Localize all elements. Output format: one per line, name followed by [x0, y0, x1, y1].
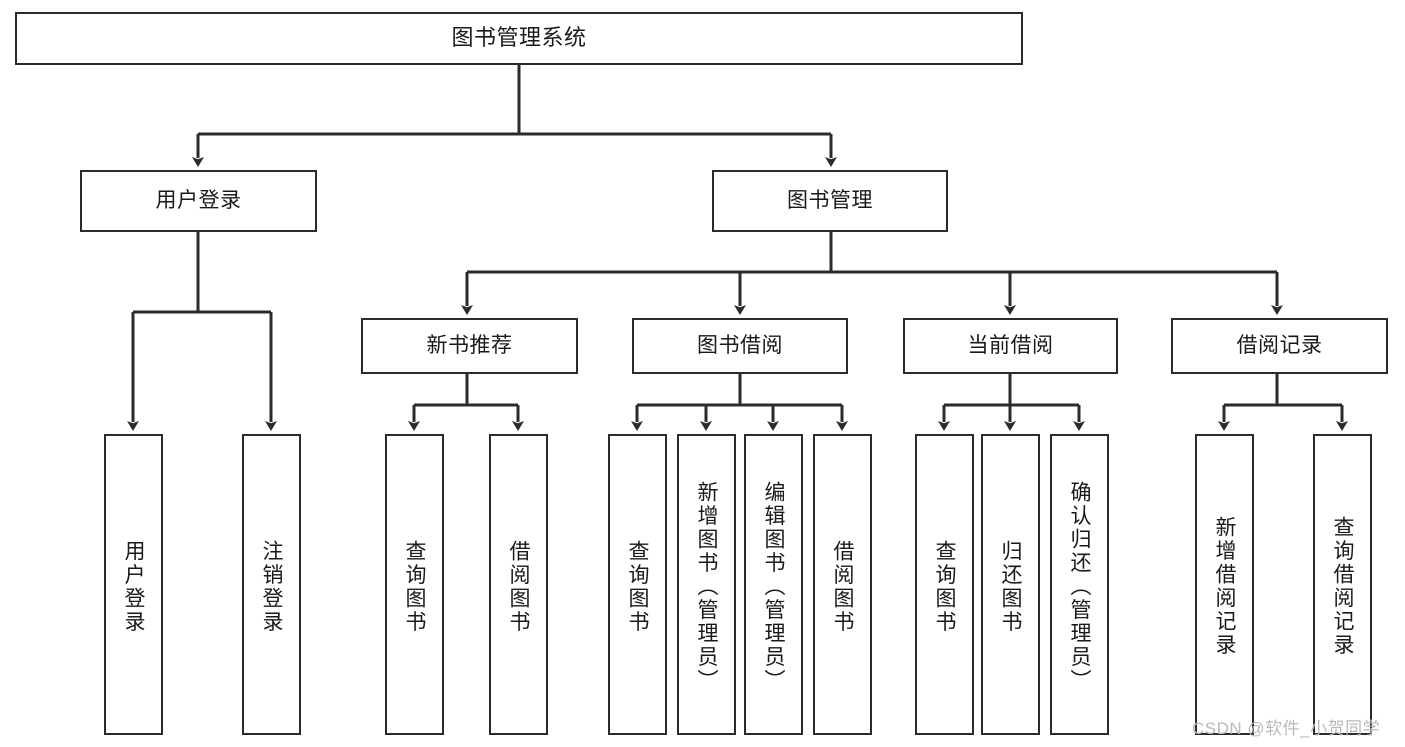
- node-label: 查询图书: [933, 539, 956, 634]
- node-label: 图书管理系统: [451, 25, 587, 51]
- node-label: 借阅记录: [1236, 334, 1323, 358]
- leaf-add-borrow-record[interactable]: 新增借阅记录: [1195, 434, 1254, 735]
- leaf-return-books[interactable]: 归还图书: [981, 434, 1040, 735]
- node-label: 当前借阅: [967, 334, 1054, 358]
- node-label: 编辑图书（管理员）: [762, 480, 785, 693]
- node-current-borrowing[interactable]: 当前借阅: [903, 318, 1118, 374]
- node-borrowing-records[interactable]: 借阅记录: [1171, 318, 1388, 374]
- node-label: 新增借阅记录: [1213, 516, 1236, 657]
- leaf-search-books-borrow[interactable]: 查询图书: [608, 434, 667, 735]
- node-book-management[interactable]: 图书管理: [712, 170, 948, 232]
- node-label: 借阅图书: [831, 539, 854, 634]
- node-label: 图书管理: [787, 189, 873, 213]
- leaf-logout[interactable]: 注销登录: [242, 434, 301, 735]
- leaf-borrow-books[interactable]: 借阅图书: [813, 434, 872, 735]
- node-root-system[interactable]: 图书管理系统: [15, 12, 1023, 65]
- node-new-book-recommendation[interactable]: 新书推荐: [361, 318, 578, 374]
- node-label: 查询借阅记录: [1331, 516, 1354, 657]
- node-label: 用户登录: [122, 539, 145, 634]
- node-label: 新书推荐: [426, 334, 513, 358]
- leaf-search-books-new[interactable]: 查询图书: [385, 434, 444, 735]
- node-label: 新增图书（管理员）: [695, 480, 718, 693]
- leaf-edit-book-admin[interactable]: 编辑图书（管理员）: [744, 434, 803, 735]
- leaf-search-books-current[interactable]: 查询图书: [915, 434, 974, 735]
- leaf-confirm-return-admin[interactable]: 确认归还（管理员）: [1050, 434, 1109, 735]
- leaf-search-borrow-record[interactable]: 查询借阅记录: [1313, 434, 1372, 735]
- leaf-add-book-admin[interactable]: 新增图书（管理员）: [677, 434, 736, 735]
- node-label: 图书借阅: [697, 334, 783, 358]
- node-label: 查询图书: [403, 539, 426, 634]
- node-user-login[interactable]: 用户登录: [80, 170, 317, 232]
- leaf-user-login[interactable]: 用户登录: [104, 434, 163, 735]
- node-label: 借阅图书: [507, 539, 530, 634]
- leaf-borrow-books-new[interactable]: 借阅图书: [489, 434, 548, 735]
- csdn-watermark: CSDN @软件_小贺同学: [1192, 719, 1381, 738]
- node-label: 查询图书: [626, 539, 649, 634]
- node-label: 用户登录: [155, 189, 242, 213]
- node-label: 注销登录: [260, 539, 283, 634]
- node-label: 归还图书: [999, 539, 1022, 634]
- node-label: 确认归还（管理员）: [1068, 480, 1091, 693]
- node-book-borrowing[interactable]: 图书借阅: [632, 318, 848, 374]
